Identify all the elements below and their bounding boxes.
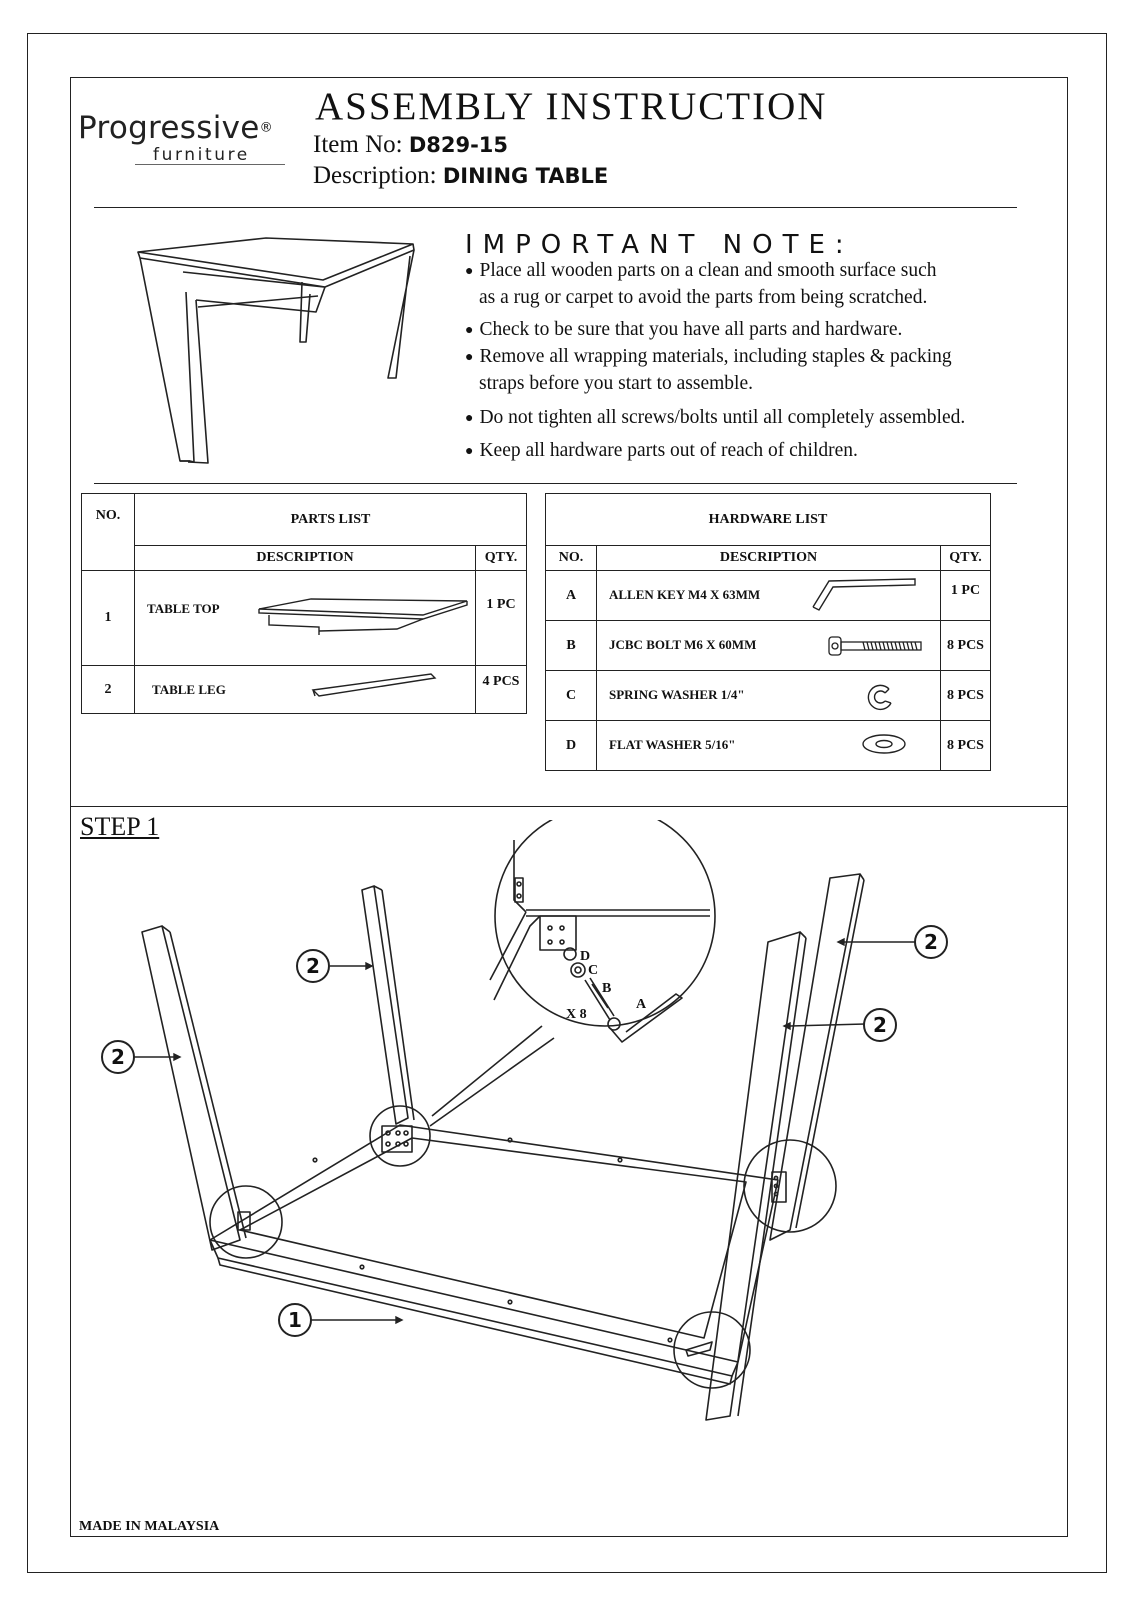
logo-subtitle: furniture: [153, 145, 250, 165]
description-label: Description:: [313, 162, 437, 189]
hardware-qty-cell: 8 PCS: [940, 720, 991, 771]
corner-bracket: [381, 1125, 413, 1153]
hardware-desc-label: FLAT WASHER 5/16": [609, 737, 736, 752]
description-row: Description: DINING TABLE: [313, 162, 608, 190]
table-leg-icon: [311, 673, 437, 697]
table-leg-back-left: [361, 885, 409, 1125]
step-title: STEP 1: [80, 812, 160, 841]
parts-desc-cell: TABLE TOP: [134, 570, 476, 666]
hardware-qty-header: QTY.: [940, 545, 991, 571]
note-item: ●Do not tighten all screws/bolts until a…: [465, 407, 966, 428]
parts-no-cell: 2: [81, 665, 135, 714]
made-in-label: MADE IN MALAYSIA: [79, 1519, 220, 1534]
table-top-icon: [258, 598, 468, 635]
dining-table-illustration: [137, 237, 415, 464]
bolt-icon: [828, 636, 922, 656]
hardware-no-cell: D: [545, 720, 597, 771]
hardware-desc-cell: ALLEN KEY M4 X 63MM: [596, 570, 941, 621]
logo-word: Progressive: [78, 110, 260, 146]
hardware-list-table: HARDWARE LIST NO. DESCRIPTION QTY. A ALL…: [545, 493, 991, 771]
parts-qty-cell: 4 PCS: [475, 665, 527, 714]
detail-label-a: A: [636, 997, 647, 1012]
table-row: B JCBC BOLT M6 X 60MM 8 PCS: [545, 620, 991, 671]
spring-washer-icon: [867, 684, 892, 710]
logo-rule: [135, 164, 285, 165]
hardware-desc-label: JCBC BOLT M6 X 60MM: [609, 637, 757, 652]
flat-washer-icon: [862, 734, 906, 754]
logo-registered: ®: [259, 120, 273, 136]
callout-leg: 2: [863, 1008, 897, 1042]
hardware-qty-cell: 8 PCS: [940, 620, 991, 671]
step1-assembly-diagram: D C B A X 8: [126, 820, 915, 1421]
item-number-label: Item No:: [313, 131, 403, 158]
parts-qty-cell: 1 PC: [475, 570, 527, 666]
important-note-list: ●Place all wooden parts on a clean and s…: [465, 258, 1035, 465]
table-row: D FLAT WASHER 5/16" 8 PCS: [545, 720, 991, 771]
note-item-cont: as a rug or carpet to avoid the parts fr…: [479, 287, 928, 308]
parts-desc-label: TABLE LEG: [152, 682, 226, 697]
hardware-list-title: HARDWARE LIST: [545, 493, 991, 546]
brand-logo: Progressive®: [78, 110, 273, 146]
table-top-underside: [209, 1124, 779, 1363]
parts-no-cell: 1: [81, 570, 135, 666]
page-outer-frame: [27, 33, 1107, 1573]
note-item: ●Place all wooden parts on a clean and s…: [465, 260, 937, 281]
table-leg-front-left: [141, 925, 241, 1251]
table-row: C SPRING WASHER 1/4" 8 PCS: [545, 670, 991, 721]
hardware-desc-label: ALLEN KEY M4 X 63MM: [609, 587, 761, 602]
parts-desc-cell: TABLE LEG: [134, 665, 476, 714]
detail-label-b: B: [602, 981, 611, 996]
important-note-title: IMPORTANT NOTE:: [465, 230, 854, 260]
parts-list-table: NO. PARTS LIST DESCRIPTION QTY. 1 TABLE …: [81, 493, 527, 714]
detail-label-c: C: [588, 963, 598, 978]
hardware-desc-header: DESCRIPTION: [596, 545, 941, 571]
hardware-desc-label: SPRING WASHER 1/4": [609, 687, 745, 702]
description-value: DINING TABLE: [442, 164, 609, 188]
callout-table-top: 1: [278, 1303, 312, 1337]
hardware-qty-cell: 1 PC: [940, 570, 991, 621]
hardware-desc-cell: FLAT WASHER 5/16": [596, 720, 941, 771]
step-divider: [70, 806, 1068, 807]
hardware-desc-cell: JCBC BOLT M6 X 60MM: [596, 620, 941, 671]
detail-label-count: X 8: [566, 1007, 587, 1022]
hardware-qty-cell: 8 PCS: [940, 670, 991, 721]
parts-list-title: PARTS LIST: [134, 493, 527, 546]
callout-leg: 2: [101, 1040, 135, 1074]
table-row: 2 TABLE LEG 4 PCS: [81, 665, 527, 714]
table-leg-front-right: [705, 931, 801, 1421]
note-item: ●Keep all hardware parts out of reach of…: [465, 440, 858, 461]
hardware-no-cell: C: [545, 670, 597, 721]
header-divider: [94, 207, 1017, 208]
hardware-no-header: NO.: [545, 545, 597, 571]
allen-key-icon: [812, 578, 916, 611]
callout-leg: 2: [296, 949, 330, 983]
parts-desc-header: DESCRIPTION: [134, 545, 476, 571]
parts-desc-label: TABLE TOP: [147, 601, 220, 616]
item-number-value: D829-15: [408, 133, 509, 157]
hardware-no-cell: B: [545, 620, 597, 671]
detail-label-d: D: [580, 949, 590, 964]
note-item: ●Check to be sure that you have all part…: [465, 319, 903, 340]
note-item-cont: straps before you start to assemble.: [479, 373, 754, 394]
hardware-detail-bubble: [494, 820, 716, 1027]
page-title: ASSEMBLY INSTRUCTION: [315, 85, 828, 128]
callout-leg: 2: [914, 925, 948, 959]
page-inner-frame: [70, 77, 1068, 1537]
table-row: 1 TABLE TOP 1 PC: [81, 570, 527, 666]
table-leg-back-right: [769, 873, 861, 1241]
item-number-row: Item No: D829-15: [313, 131, 508, 159]
hardware-desc-cell: SPRING WASHER 1/4": [596, 670, 941, 721]
table-row: A ALLEN KEY M4 X 63MM 1 PC: [545, 570, 991, 621]
hardware-no-cell: A: [545, 570, 597, 621]
parts-no-header: NO.: [81, 493, 135, 571]
notes-divider: [94, 483, 1017, 484]
parts-qty-header: QTY.: [475, 545, 527, 571]
note-item: ●Remove all wrapping materials, includin…: [465, 346, 952, 367]
